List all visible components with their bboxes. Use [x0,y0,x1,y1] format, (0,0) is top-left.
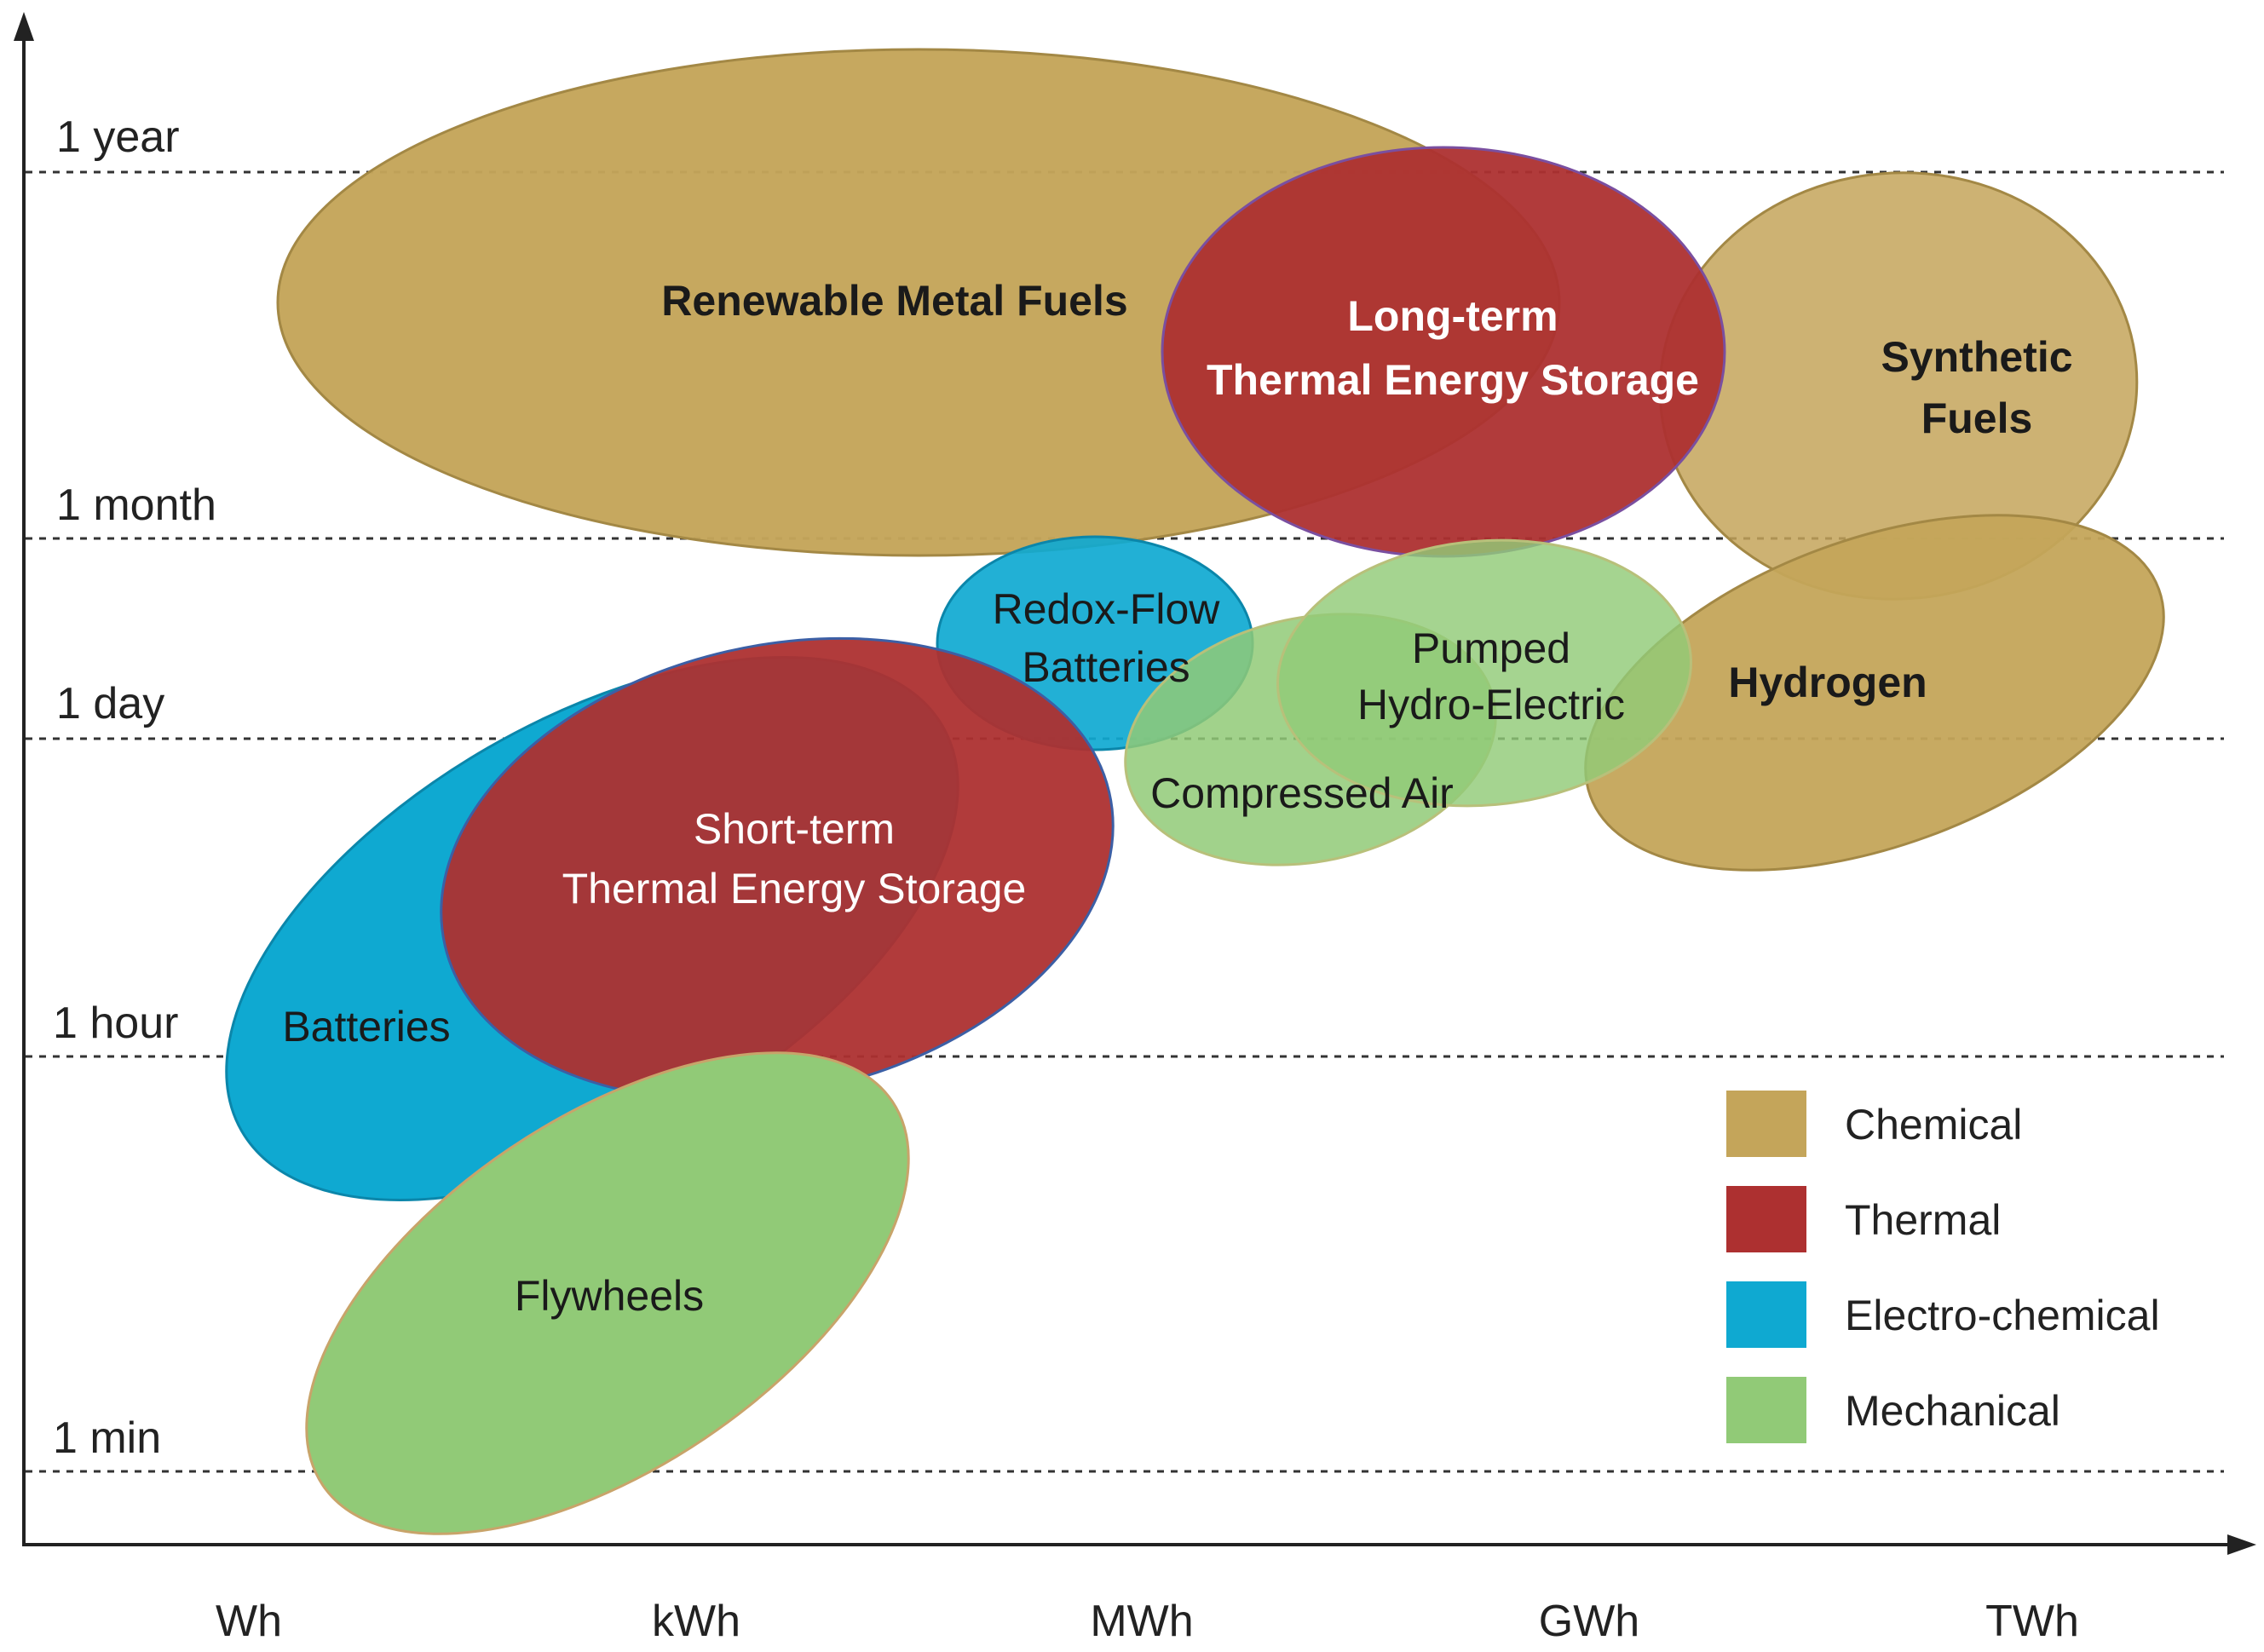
y-tick-1-hour: 1 hour [53,999,178,1048]
legend-item-chemical: Chemical [1726,1091,2022,1157]
legend-item-thermal: Thermal [1726,1186,2001,1252]
x-axis-tick-labels: Wh kWh MWh GWh TWh [216,1597,2079,1646]
redox-flow-batteries-label-line: Redox-Flow [993,585,1221,633]
label-flywheels: Flywheels [515,1272,704,1320]
x-tick-mwh: MWh [1090,1597,1193,1646]
x-tick-kwh: kWh [652,1597,740,1646]
redox-flow-batteries-label-line: Batteries [1022,643,1190,691]
y-tick-1-year: 1 year [56,112,180,162]
label-renewable-metal-fuels: Renewable Metal Fuels [661,277,1127,325]
label-batteries: Batteries [282,1003,450,1050]
short-term-tes-label-line: Thermal Energy Storage [562,865,1027,912]
y-tick-1-min: 1 min [53,1413,161,1463]
x-tick-wh: Wh [216,1597,282,1646]
x-axis-arrowhead [2227,1534,2256,1555]
legend-item-mechanical: Mechanical [1726,1377,2060,1443]
legend-label-thermal: Thermal [1845,1196,2001,1244]
y-axis-arrowhead [14,12,34,41]
short-term-tes-label-line: Short-term [694,805,895,853]
blob-long-term-tes [1161,146,1726,558]
legend-label-electro-chemical: Electro-chemical [1845,1292,2160,1339]
x-tick-gwh: GWh [1539,1597,1639,1646]
legend-label-mechanical: Mechanical [1845,1387,2060,1435]
legend: Chemical Thermal Electro-chemical Mechan… [1726,1091,2160,1443]
pumped-hydro-label-line: Hydro-Electric [1357,681,1625,728]
hydrogen-label-line: Hydrogen [1728,659,1927,706]
long-term-tes-label-line: Long-term [1347,292,1558,340]
legend-swatch-mechanical [1726,1377,1806,1443]
flywheels-label-line: Flywheels [515,1272,704,1320]
blob-hydrogen [1584,514,2165,872]
pumped-hydro-label-line: Pumped [1412,625,1570,672]
long-term-tes-label-line: Thermal Energy Storage [1207,356,1699,404]
technology-blobs [225,48,2165,1535]
legend-swatch-electro-chemical [1726,1281,1806,1348]
renewable-metal-fuels-label-line: Renewable Metal Fuels [661,277,1127,325]
legend-item-electro-chemical: Electro-chemical [1726,1281,2160,1348]
x-tick-twh: TWh [1985,1597,2079,1646]
label-hydrogen: Hydrogen [1728,659,1927,706]
synthetic-fuels-label-line: Fuels [1921,394,2033,442]
synthetic-fuels-label-line: Synthetic [1881,333,2072,381]
y-axis-tick-labels: 1 year 1 month 1 day 1 hour 1 min [53,112,216,1463]
blob-flywheels [305,1051,910,1535]
axes [14,12,2256,1555]
legend-label-chemical: Chemical [1845,1101,2022,1148]
y-tick-1-month: 1 month [56,481,216,530]
compressed-air-label-line: Compressed Air [1150,769,1454,817]
legend-swatch-chemical [1726,1091,1806,1157]
batteries-label-line: Batteries [282,1003,450,1050]
y-tick-1-day: 1 day [56,679,164,728]
legend-swatch-thermal [1726,1186,1806,1252]
label-compressed-air: Compressed Air [1150,769,1454,817]
blob-pumped-hydro [1276,538,1692,808]
